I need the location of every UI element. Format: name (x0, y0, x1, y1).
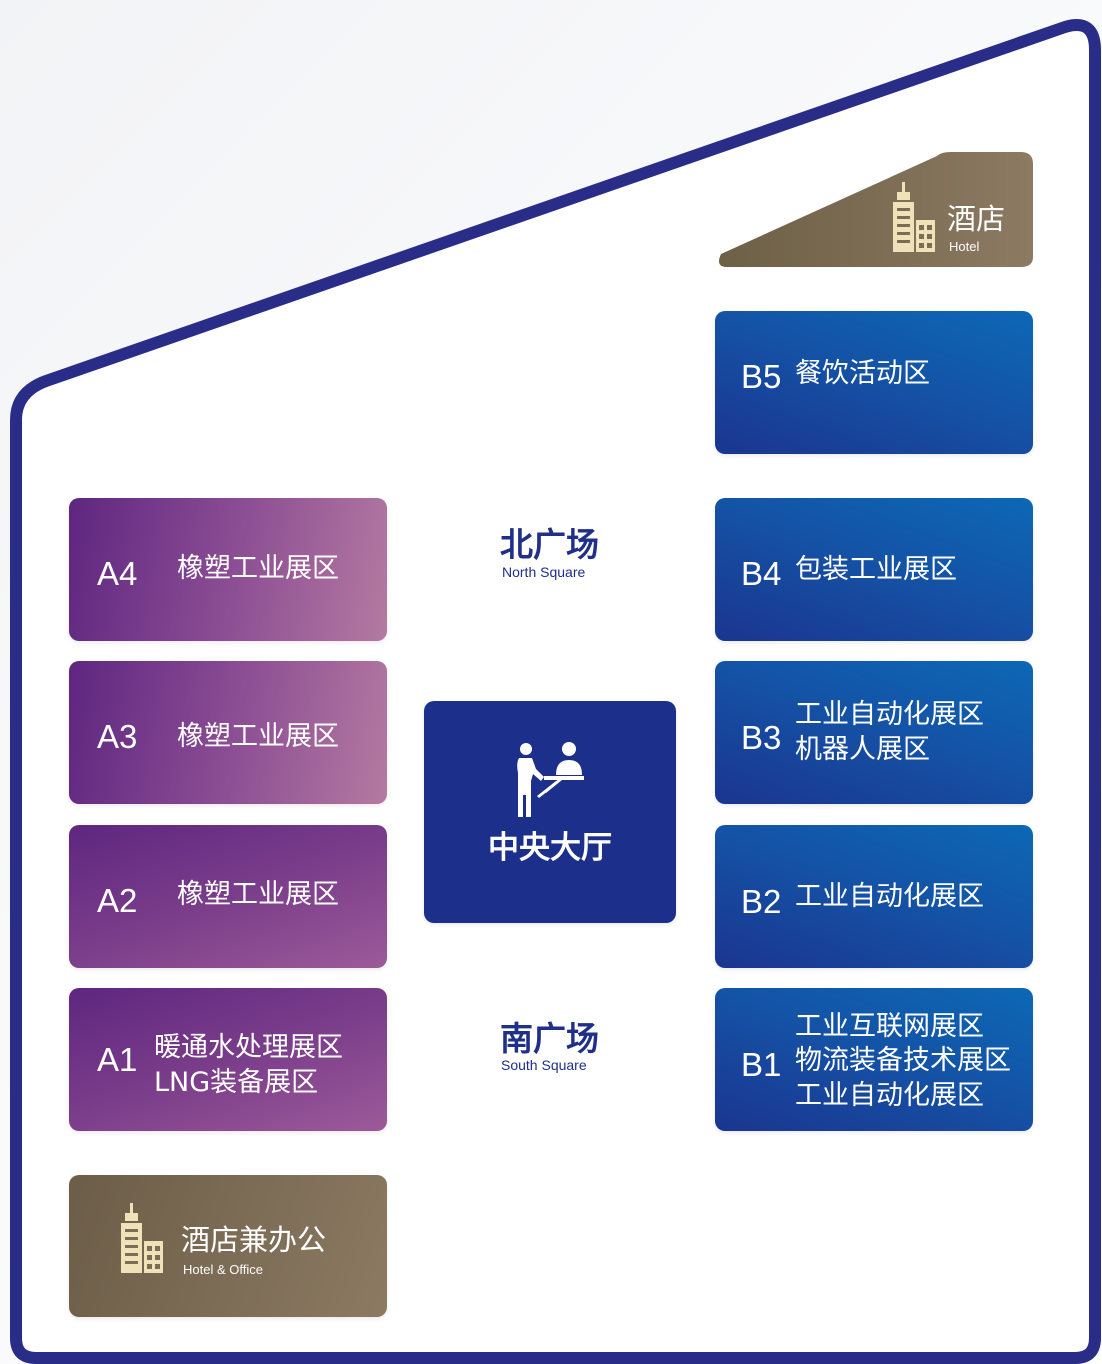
hall-b2-label: 工业自动化展区 (795, 881, 984, 912)
hotel-top-en: Hotel (949, 239, 980, 254)
hall-a1-code: A1 (97, 1041, 138, 1078)
hall-b2[interactable]: B2 工业自动化展区 (715, 825, 1033, 968)
hall-a2-label: 橡塑工业展区 (177, 879, 339, 910)
hall-a2[interactable]: A2 橡塑工业展区 (69, 825, 387, 968)
hall-b4-code: B4 (741, 555, 782, 592)
hall-b3-label-1: 工业自动化展区 (795, 699, 984, 730)
hall-b4[interactable]: B4 包装工业展区 (715, 498, 1033, 641)
hall-b2-code: B2 (741, 883, 782, 920)
building-icon (893, 182, 935, 252)
hall-b5[interactable]: B5 餐饮活动区 (715, 311, 1033, 454)
hotel-office-block[interactable]: 酒店兼办公 Hotel & Office (69, 1175, 387, 1317)
hall-b4-label: 包装工业展区 (795, 554, 957, 585)
north-square-cn: 北广场 (500, 525, 599, 564)
building-icon (121, 1203, 163, 1273)
hall-b1-code: B1 (741, 1046, 782, 1083)
hall-a4-label: 橡塑工业展区 (177, 553, 339, 584)
hall-b1[interactable]: B1 工业互联网展区 物流装备技术展区 工业自动化展区 (715, 988, 1033, 1131)
south-square-en: South Square (501, 1057, 587, 1073)
hotel-office-cn: 酒店兼办公 (181, 1223, 327, 1257)
hall-a3-code: A3 (97, 718, 138, 755)
hotel-top-block[interactable]: 酒店 Hotel (715, 152, 1033, 267)
central-hall-cn: 中央大厅 (488, 830, 612, 866)
hotel-top-shape (719, 152, 1033, 267)
central-hall[interactable]: 中央大厅 (424, 701, 676, 923)
hall-a4[interactable]: A4 橡塑工业展区 (69, 498, 387, 641)
hall-b1-label-3: 工业自动化展区 (795, 1080, 984, 1111)
hall-a1-label-1: 暖通水处理展区 (154, 1032, 343, 1063)
hall-b1-label-1: 工业互联网展区 (795, 1011, 984, 1042)
hotel-top-cn: 酒店 (947, 202, 1006, 236)
hall-b5-code: B5 (741, 358, 782, 395)
reception-desk-icon (517, 742, 584, 817)
hall-a4-code: A4 (97, 555, 138, 592)
hall-a1[interactable]: A1 暖通水处理展区 LNG装备展区 (69, 988, 387, 1131)
hall-b3[interactable]: B3 工业自动化展区 机器人展区 (715, 661, 1033, 804)
hall-b3-label-2: 机器人展区 (795, 734, 930, 765)
hall-a2-code: A2 (97, 882, 138, 919)
north-square-en: North Square (502, 564, 586, 580)
hall-a1-label-2: LNG装备展区 (154, 1067, 319, 1098)
hall-a3-label: 橡塑工业展区 (177, 721, 339, 752)
hall-b3-code: B3 (741, 719, 782, 756)
hotel-office-en: Hotel & Office (183, 1262, 263, 1277)
hall-b1-label-2: 物流装备技术展区 (795, 1045, 1011, 1076)
hall-a3[interactable]: A3 橡塑工业展区 (69, 661, 387, 804)
south-square-cn: 南广场 (500, 1019, 599, 1058)
hall-b5-label: 餐饮活动区 (795, 358, 930, 389)
